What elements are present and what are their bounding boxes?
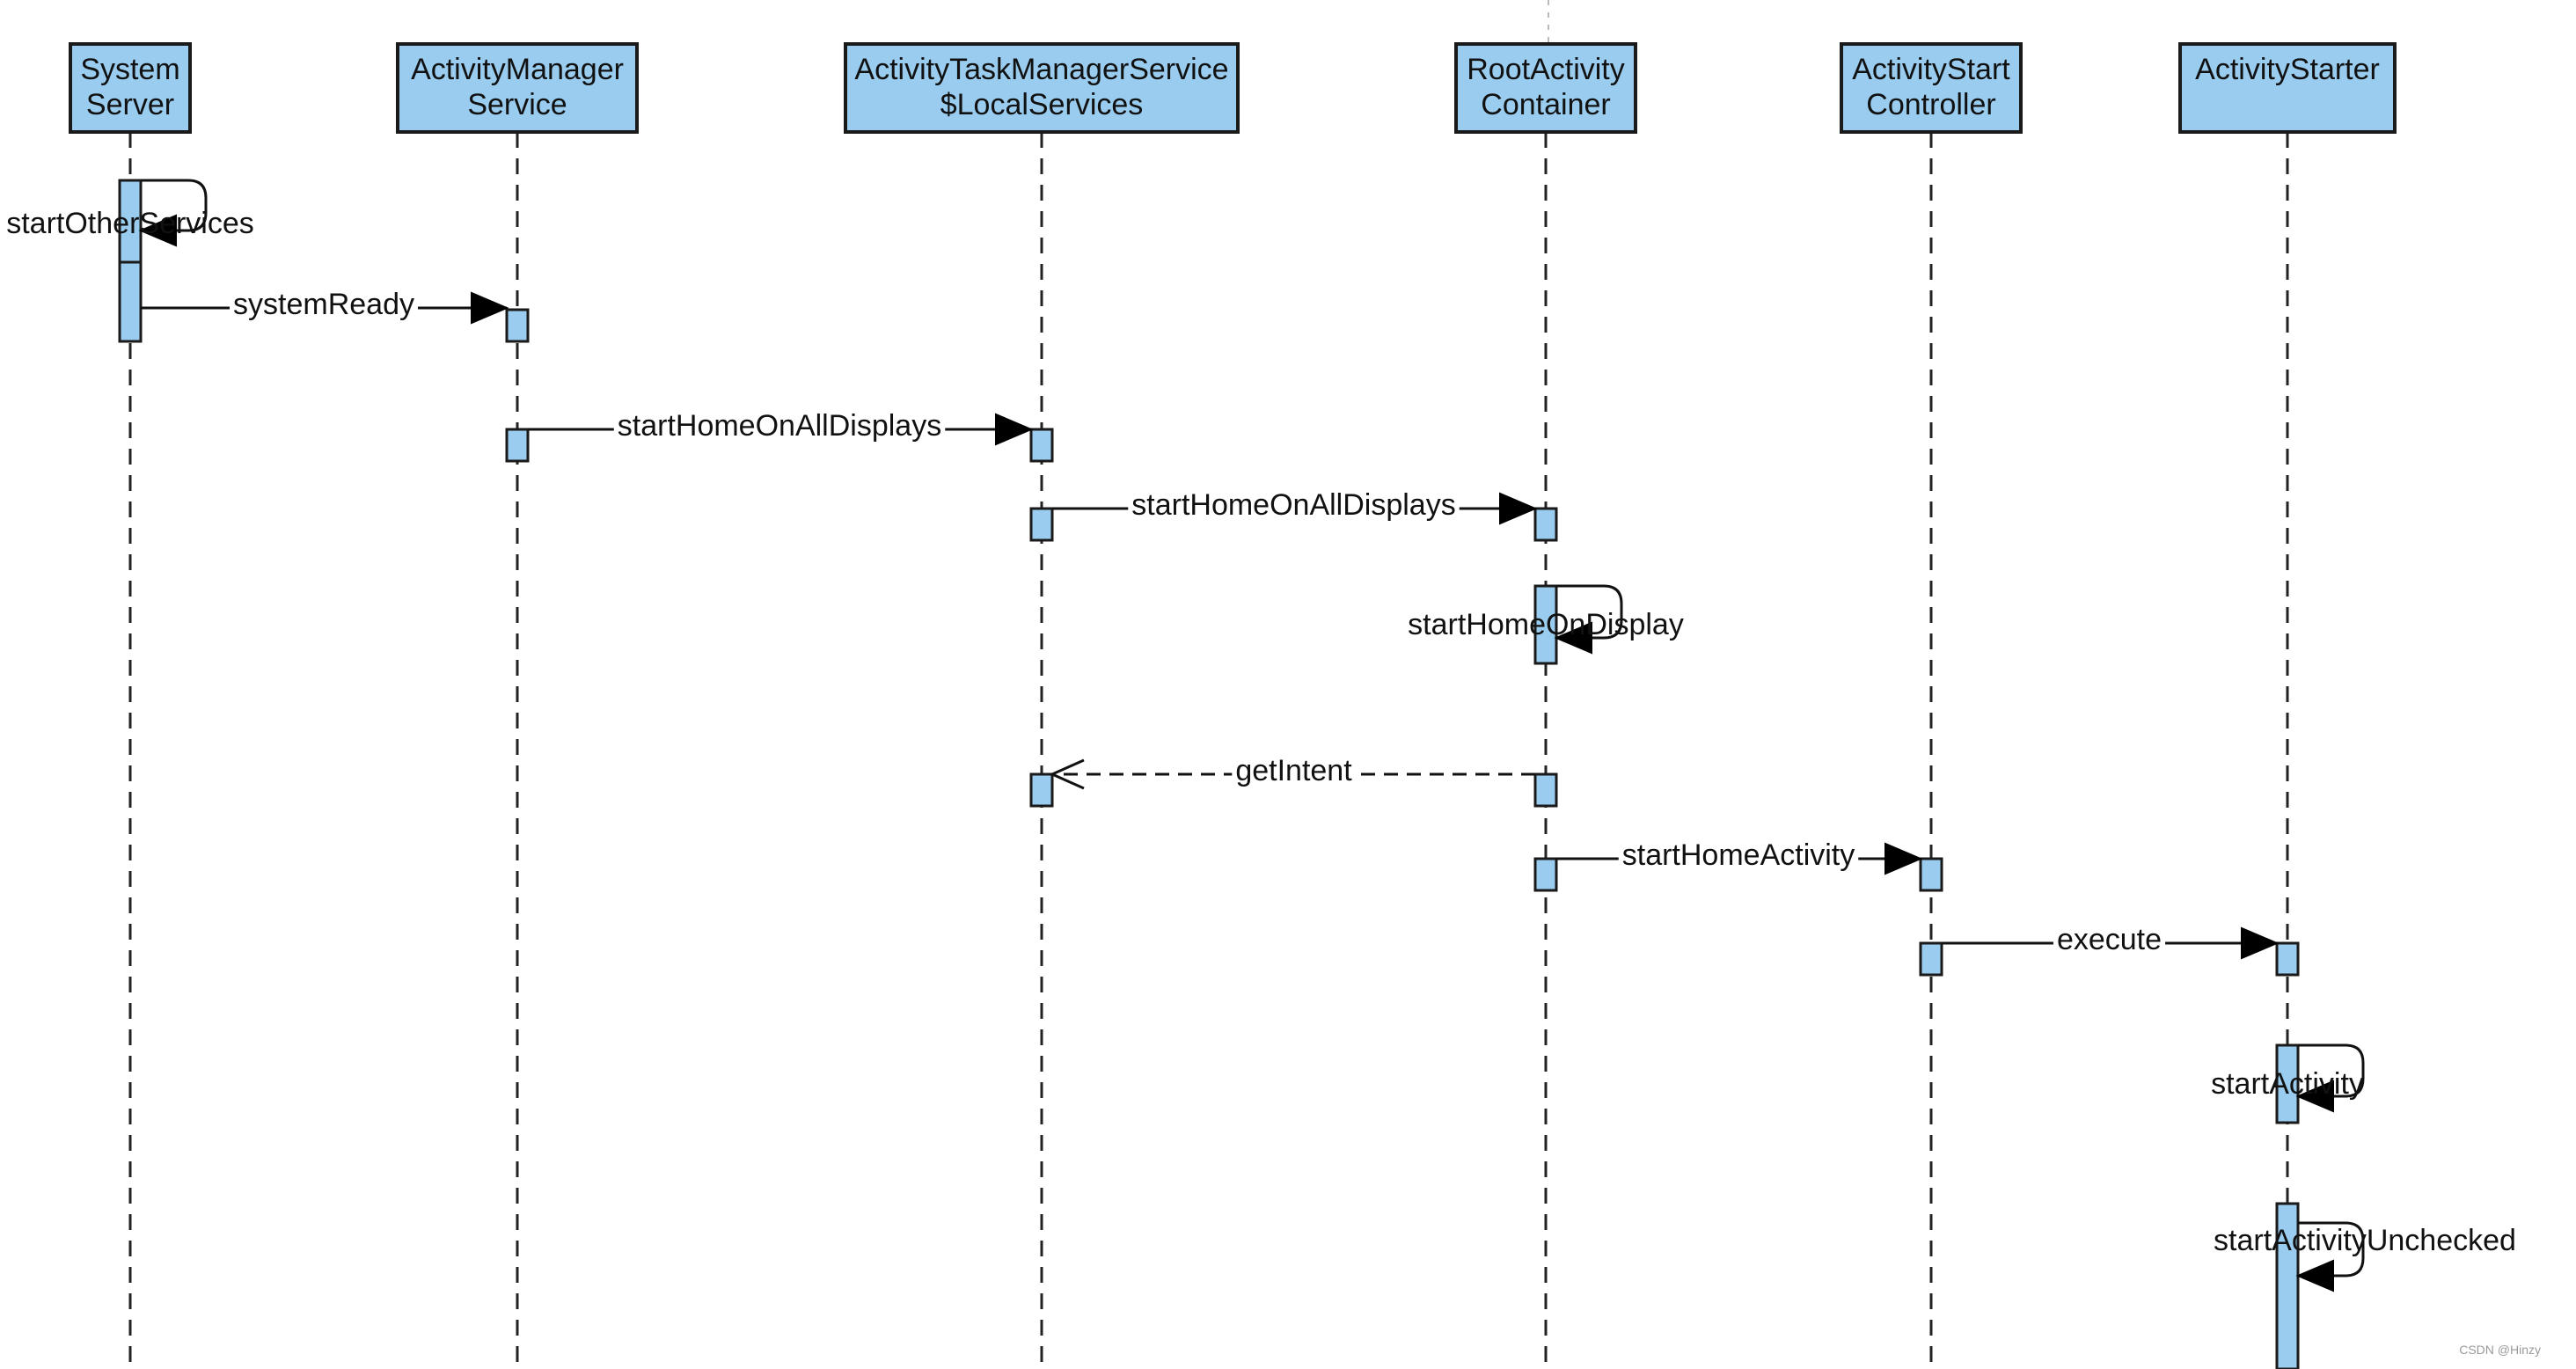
message-label-text: execute: [2057, 923, 2162, 956]
lifelines: [128, 132, 2289, 1369]
watermark: CSDN @Hinzy: [2459, 1343, 2541, 1357]
self-message-label: startActivity: [2211, 1067, 2364, 1101]
participant-label: Controller: [1866, 88, 1995, 121]
participant-label: $LocalServices: [940, 88, 1144, 121]
activation-bar-activity-start-controller: [1919, 857, 1943, 892]
message-label: systemReady: [230, 287, 418, 322]
participant-label: RootActivity: [1467, 53, 1625, 86]
activation-bar-activity-manager-service: [505, 308, 530, 343]
message-label-background: [1618, 838, 1859, 873]
activation-bar-activity-task-manager-service-local: [1029, 772, 1054, 808]
participant-label: Container: [1481, 88, 1610, 121]
participant-activity-task-manager-service-local: ActivityTaskManagerService$LocalServices: [844, 42, 1240, 134]
participant-box: [69, 42, 192, 134]
participant-label: ActivityManager: [411, 53, 624, 86]
message-label: startHomeOnAllDisplays: [613, 408, 946, 443]
activation-bar-activity-start-controller: [1919, 941, 1943, 977]
participant-label: Server: [86, 88, 174, 121]
message-arrowhead: [995, 413, 1034, 446]
self-message-arrowhead: [2295, 1080, 2334, 1113]
message-label-text: systemReady: [233, 288, 414, 321]
participant-label: ActivityStart: [1852, 53, 2010, 86]
participant-label: Service: [467, 88, 567, 121]
participant-box: [396, 42, 639, 134]
activation-bars: [118, 179, 2300, 1369]
message-label-text: startHomeOnAllDisplays: [618, 409, 941, 443]
self-message-label: startHomeOnDisplay: [1408, 608, 1684, 641]
message-label: execute: [2053, 922, 2166, 957]
message-arrowhead: [471, 291, 509, 325]
self-message-line: [2298, 1043, 2365, 1098]
participant-label: ActivityStarter: [2195, 53, 2380, 86]
message-label: startHomeOnAllDisplays: [1128, 487, 1460, 523]
messages: startOtherServices systemReady startHomeOn…: [6, 179, 2516, 1292]
participant-box: [844, 42, 1240, 134]
activation-bar-activity-starter: [2275, 941, 2300, 977]
activation-bar-activity-manager-service: [505, 428, 530, 463]
message-arrowhead: [2241, 926, 2280, 960]
participant-box: [2178, 42, 2397, 134]
activation-bar-root-activity-container: [1533, 507, 1558, 542]
message-label-background: [1128, 487, 1460, 523]
self-message-line: [1556, 584, 1623, 640]
activation-bar-activity-starter: [2275, 1202, 2300, 1369]
message-label: startHomeActivity: [1618, 838, 1859, 873]
participant-label: ActivityTaskManagerService: [854, 53, 1228, 86]
activation-bar-activity-starter: [2275, 1043, 2300, 1124]
message-arrowhead: [1884, 842, 1923, 875]
participant-label: System: [80, 53, 179, 86]
message-label-background: [1232, 753, 1356, 788]
self-message-label: startOtherServices: [6, 207, 254, 240]
message-arrowhead: [1499, 492, 1538, 525]
message-label-background: [230, 287, 418, 322]
activation-bar-root-activity-container: [1533, 772, 1558, 808]
message-label-background: [613, 408, 946, 443]
self-message-line: [141, 179, 208, 232]
self-message-arrowhead: [2295, 1259, 2334, 1292]
message-label: getIntent: [1232, 753, 1356, 788]
message-label-text: getIntent: [1235, 754, 1352, 787]
message-label-text: startHomeOnAllDisplays: [1131, 488, 1455, 522]
activation-bar-activity-task-manager-service-local: [1029, 428, 1054, 463]
participant-box: [1840, 42, 2023, 134]
activation-bar-activity-task-manager-service-local: [1029, 507, 1054, 542]
self-message-label: startActivityUnchecked: [2214, 1224, 2516, 1257]
message-label-text: startHomeActivity: [1622, 838, 1855, 872]
participants: SystemServerActivityManagerServiceActivi…: [69, 42, 2397, 134]
return-arrowhead: [1049, 758, 1085, 790]
participant-box: [1454, 42, 1637, 134]
activation-bar-root-activity-container: [1533, 857, 1558, 892]
self-message-arrowhead: [138, 214, 177, 247]
participant-activity-starter: ActivityStarter: [2178, 42, 2397, 134]
self-message-line: [2298, 1221, 2365, 1277]
activation-bar-system-server: [118, 179, 143, 264]
message-label-background: [2053, 922, 2166, 957]
activation-bar-root-activity-container: [1533, 584, 1558, 665]
self-message-arrowhead: [1554, 621, 1592, 655]
